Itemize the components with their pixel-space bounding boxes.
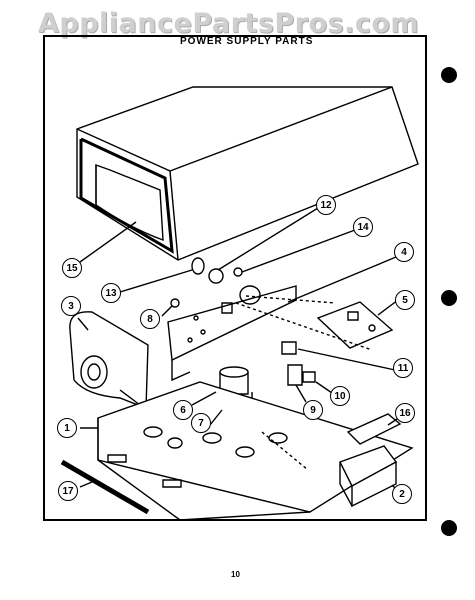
- callout-7: 7: [191, 413, 211, 433]
- watermark: AppliancePartsPros.com: [38, 8, 420, 39]
- punch-hole-middle: [441, 290, 457, 306]
- callout-3: 3: [61, 296, 81, 316]
- callout-15: 15: [62, 258, 82, 278]
- callout-5: 5: [395, 290, 415, 310]
- punch-hole-bottom: [441, 520, 457, 536]
- callout-4: 4: [394, 242, 414, 262]
- callout-17: 17: [58, 481, 78, 501]
- callout-12: 12: [316, 195, 336, 215]
- callout-10: 10: [330, 386, 350, 406]
- control-bracket: [168, 286, 296, 380]
- punch-hole-top: [441, 67, 457, 83]
- circuit-board: [318, 302, 392, 348]
- callout-6: 6: [173, 400, 193, 420]
- callout-14: 14: [353, 217, 373, 237]
- page-number: 10: [231, 570, 240, 579]
- diagram-frame: [43, 35, 427, 521]
- terminal-plate: [348, 414, 400, 444]
- callout-8: 8: [140, 309, 160, 329]
- fuse-holders: [171, 258, 242, 307]
- diagram-title: POWER SUPPLY PARTS: [180, 36, 314, 47]
- callout-2: 2: [392, 484, 412, 504]
- relay-components: [282, 342, 315, 385]
- callout-1: 1: [57, 418, 77, 438]
- transformer: [340, 446, 396, 506]
- outer-cover: [77, 87, 418, 260]
- callout-16: 16: [395, 403, 415, 423]
- callout-9: 9: [303, 400, 323, 420]
- blower-fan: [70, 312, 148, 408]
- callout-11: 11: [393, 358, 413, 378]
- callout-13: 13: [101, 283, 121, 303]
